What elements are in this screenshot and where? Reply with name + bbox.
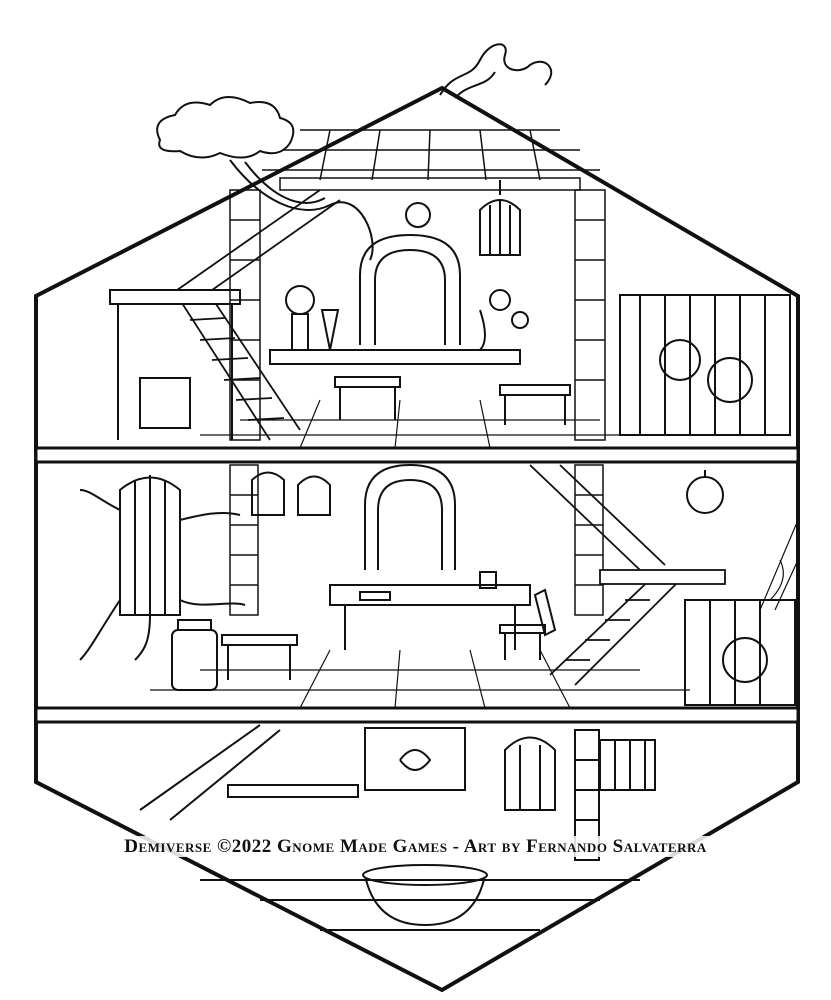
fireplace-top [359, 202, 461, 345]
cage-monster-top [619, 294, 791, 436]
stairs-mid [529, 464, 726, 686]
credit-text: Demiverse ©2022 Gnome Made Games - Art b… [120, 836, 711, 857]
brick-pillars-mid [229, 464, 604, 616]
chair-mid [499, 588, 557, 660]
floor-planks-mid [150, 649, 690, 709]
birdcage-icon [504, 736, 556, 811]
hexagon-frame [34, 85, 800, 993]
smoke-swirl-icon [439, 43, 553, 96]
stool-mid [221, 634, 298, 680]
birdcage-icon [479, 180, 521, 256]
cobweb-icon [759, 519, 799, 611]
side-table-top [109, 289, 241, 440]
lantern-icon [686, 470, 724, 514]
desk-mid [329, 571, 531, 650]
tentacle-cage [79, 475, 246, 661]
floor-planks-top [200, 399, 640, 449]
bottom-floor [139, 724, 656, 931]
window-arch-mid [364, 463, 456, 570]
skull-cage-mid [684, 599, 796, 706]
workbench-top [269, 285, 529, 365]
stairs-top [169, 189, 341, 441]
stools-top [334, 376, 571, 425]
credit-caption: Demiverse ©2022 Gnome Made Games - Art b… [0, 836, 831, 858]
skull-icon [722, 637, 768, 683]
hanging-cages-mid [251, 471, 331, 516]
roof-planks [262, 129, 600, 191]
cloud-icon [156, 96, 295, 159]
brick-pillars-top [229, 189, 606, 441]
jar-icon [171, 619, 218, 691]
skull-icon [405, 202, 431, 228]
floor-dividers [34, 446, 800, 724]
